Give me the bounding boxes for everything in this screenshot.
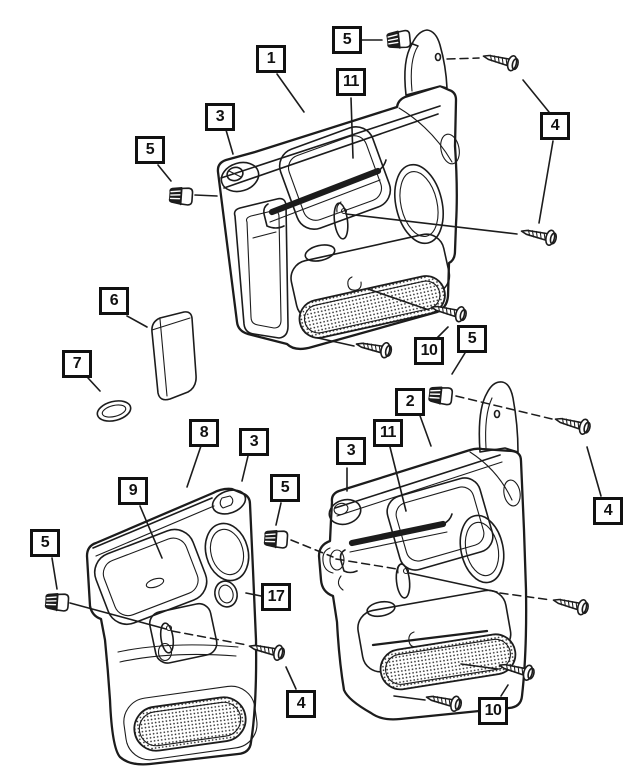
window-sill bbox=[220, 105, 441, 189]
callout-11-upper-panel[interactable]: 11 bbox=[336, 68, 366, 96]
callout-5-top-clip[interactable]: 5 bbox=[332, 26, 362, 54]
rear-door-trim-panel bbox=[85, 487, 258, 766]
callout-5-bottom-left-clip[interactable]: 5 bbox=[30, 529, 60, 557]
rear-speaker-grille bbox=[133, 696, 247, 752]
callout-5-left-clip[interactable]: 5 bbox=[135, 136, 165, 164]
callout-7-retainer-ring[interactable]: 7 bbox=[62, 350, 92, 378]
callout-3-upper-panel[interactable]: 3 bbox=[205, 103, 235, 131]
callout-5-mid-clip[interactable]: 5 bbox=[270, 474, 300, 502]
inner-release-lever bbox=[333, 201, 349, 240]
vent-cutout bbox=[211, 489, 247, 515]
retainer-clip-icon bbox=[43, 591, 70, 613]
pillar-flag-trim bbox=[404, 29, 448, 96]
screw-icon bbox=[550, 591, 591, 617]
pull-cup-cover bbox=[151, 311, 197, 401]
callout-3-lower-right-panel[interactable]: 3 bbox=[336, 437, 366, 465]
leader-lines bbox=[51, 39, 602, 701]
callout-5-right-clip[interactable]: 5 bbox=[457, 325, 487, 353]
speaker-opening bbox=[394, 163, 444, 245]
callout-3-rear-panel[interactable]: 3 bbox=[239, 428, 269, 456]
callout-4-rear-screw[interactable]: 4 bbox=[286, 690, 316, 718]
callout-11-lower-right-panel[interactable]: 11 bbox=[373, 419, 403, 447]
speaker-opening-2 bbox=[459, 514, 505, 584]
screw-icon bbox=[246, 637, 287, 663]
screw-icon bbox=[423, 688, 464, 714]
retainer-clip-icon bbox=[262, 528, 289, 550]
callout-4-lower-right-screw[interactable]: 4 bbox=[593, 497, 623, 525]
pillar-seam bbox=[398, 107, 453, 163]
rear-release-lever bbox=[157, 622, 175, 662]
rear-pocket bbox=[123, 685, 258, 761]
screw-icon bbox=[518, 222, 559, 248]
screw-icon bbox=[480, 47, 521, 73]
lower-front-door-trim-panel bbox=[317, 381, 528, 721]
callout-9-rear-armrest[interactable]: 9 bbox=[118, 477, 148, 505]
screw-icon bbox=[552, 410, 593, 437]
pillar-flag-trim-2 bbox=[478, 381, 519, 453]
retainer-clip-icon bbox=[426, 384, 454, 407]
callout-6-pull-cup[interactable]: 6 bbox=[99, 287, 129, 315]
tweeter-opening bbox=[214, 580, 238, 608]
mirror-bezel-2 bbox=[328, 498, 362, 526]
rear-armrest-bezel bbox=[93, 528, 208, 626]
inner-release-lever-2 bbox=[395, 562, 411, 599]
rear-handle-cup bbox=[148, 602, 218, 664]
latch-cup bbox=[322, 547, 345, 591]
speaker-grille-2 bbox=[379, 633, 517, 691]
callout-2-lower-right-panel[interactable]: 2 bbox=[395, 388, 425, 416]
rear-speaker-opening bbox=[204, 522, 250, 582]
pocket-hook bbox=[347, 276, 362, 291]
screw-icon bbox=[354, 335, 394, 360]
callout-10-lower-right-screws[interactable]: 10 bbox=[478, 697, 508, 725]
callout-1-upper-panel[interactable]: 1 bbox=[256, 45, 286, 73]
map-pocket bbox=[233, 197, 289, 339]
callout-8-rear-panel[interactable]: 8 bbox=[189, 419, 219, 447]
oval-ring-icon bbox=[96, 400, 132, 422]
handle-bezel-2 bbox=[386, 477, 494, 571]
callout-4-upper-screws[interactable]: 4 bbox=[540, 112, 570, 140]
upper-door-trim-panel bbox=[216, 29, 460, 351]
callout-17-tweeter[interactable]: 17 bbox=[261, 583, 291, 611]
mirror-bezel bbox=[220, 161, 260, 193]
retainer-clip-icon bbox=[167, 185, 194, 207]
callout-10-upper-screws[interactable]: 10 bbox=[414, 337, 444, 365]
retainer-clip-icon bbox=[385, 28, 412, 51]
